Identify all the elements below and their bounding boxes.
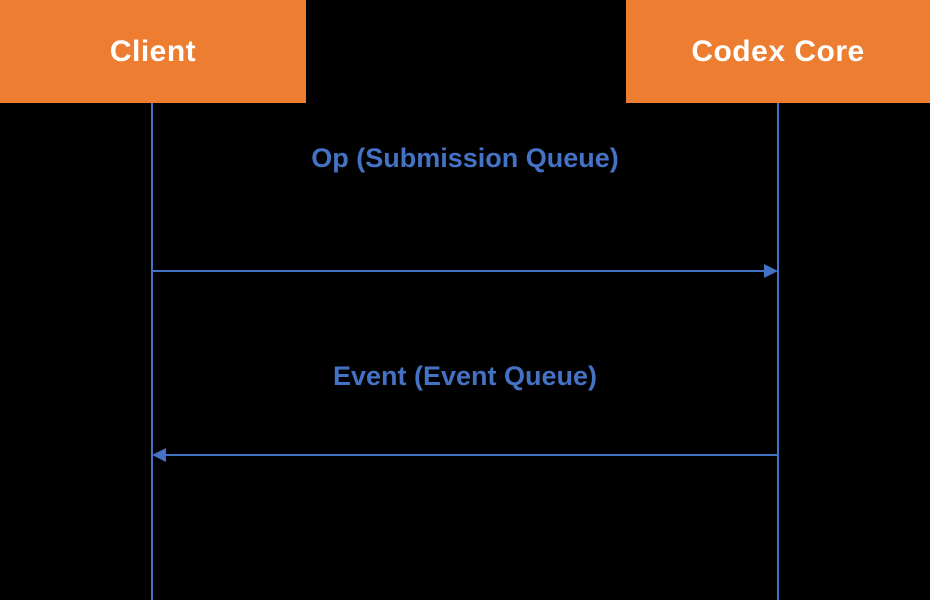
codex-core-lifeline (777, 103, 779, 600)
participant-codex-core-box: Codex Core (626, 0, 930, 103)
message-op-label: Op (Submission Queue) (311, 143, 619, 173)
client-lifeline (151, 103, 153, 600)
message-op-arrowhead-right-icon (764, 264, 778, 278)
message-event-arrow-line (165, 454, 778, 456)
participant-codex-core-label: Codex Core (691, 34, 865, 68)
message-event-label: Event (Event Queue) (332, 361, 598, 391)
participant-client-label: Client (109, 34, 197, 68)
message-op-arrow-line (153, 270, 765, 272)
participant-client-box: Client (0, 0, 306, 103)
message-event-arrowhead-left-icon (152, 448, 166, 462)
